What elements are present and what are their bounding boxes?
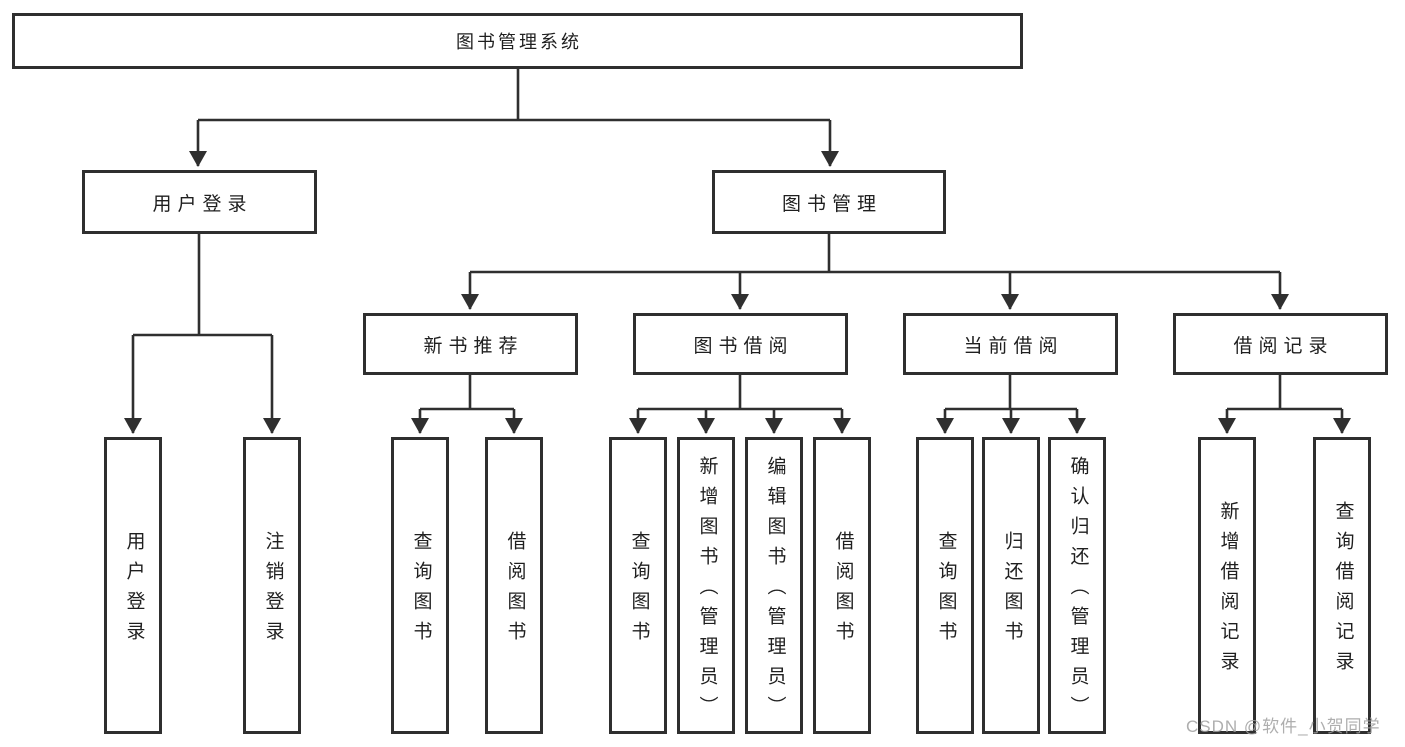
leaf-rec-add-record-label: 新增借阅记录 [1217,501,1239,681]
leaf-cb-confirm-return-admin: 确认归还（管理员） [1048,437,1106,734]
leaf-bb-borrow-books-label: 借阅图书 [832,531,854,651]
node-user-login-label: 用户登录 [152,193,253,215]
leaf-bb-query-books: 查询图书 [609,437,667,734]
leaf-bb-add-books-admin: 新增图书（管理员） [677,437,735,734]
leaf-cb-query-books: 查询图书 [916,437,974,734]
leaf-nb-query-books: 查询图书 [391,437,449,734]
node-borrow-records-label: 借阅记录 [1233,335,1334,357]
leaf-user-login: 用户登录 [104,437,162,734]
leaf-nb-borrow-books-label: 借阅图书 [504,531,526,651]
leaf-bb-edit-books-admin: 编辑图书（管理员） [745,437,803,734]
leaf-rec-query-record-label: 查询借阅记录 [1332,501,1354,681]
leaf-bb-add-books-admin-label: 新增图书（管理员） [696,456,718,726]
node-user-login: 用户登录 [82,170,317,234]
node-current-borrow: 当前借阅 [903,313,1118,375]
leaf-bb-borrow-books: 借阅图书 [813,437,871,734]
node-book-management: 图书管理 [712,170,946,234]
node-new-book-recommend-label: 新书推荐 [423,335,524,357]
node-new-book-recommend: 新书推荐 [363,313,578,375]
leaf-user-login-label: 用户登录 [123,531,145,651]
leaf-rec-add-record: 新增借阅记录 [1198,437,1256,734]
node-root: 图书管理系统 [12,13,1023,69]
node-book-borrow-label: 图书借阅 [693,335,794,357]
node-book-borrow: 图书借阅 [633,313,848,375]
leaf-logout: 注销登录 [243,437,301,734]
leaf-cb-query-books-label: 查询图书 [935,531,957,651]
node-book-management-label: 图书管理 [781,193,882,215]
leaf-rec-query-record: 查询借阅记录 [1313,437,1371,734]
node-borrow-records: 借阅记录 [1173,313,1388,375]
leaf-bb-edit-books-admin-label: 编辑图书（管理员） [764,456,786,726]
leaf-cb-return-books-label: 归还图书 [1001,531,1023,651]
leaf-cb-confirm-return-admin-label: 确认归还（管理员） [1067,456,1089,726]
node-current-borrow-label: 当前借阅 [963,335,1064,357]
leaf-bb-query-books-label: 查询图书 [628,531,650,651]
leaf-nb-query-books-label: 查询图书 [410,531,432,651]
node-root-label: 图书管理系统 [456,32,582,52]
csdn-watermark: CSDN @软件_小贺同学 [1186,717,1381,736]
leaf-cb-return-books: 归还图书 [982,437,1040,734]
leaf-logout-label: 注销登录 [262,531,284,651]
leaf-nb-borrow-books: 借阅图书 [485,437,543,734]
